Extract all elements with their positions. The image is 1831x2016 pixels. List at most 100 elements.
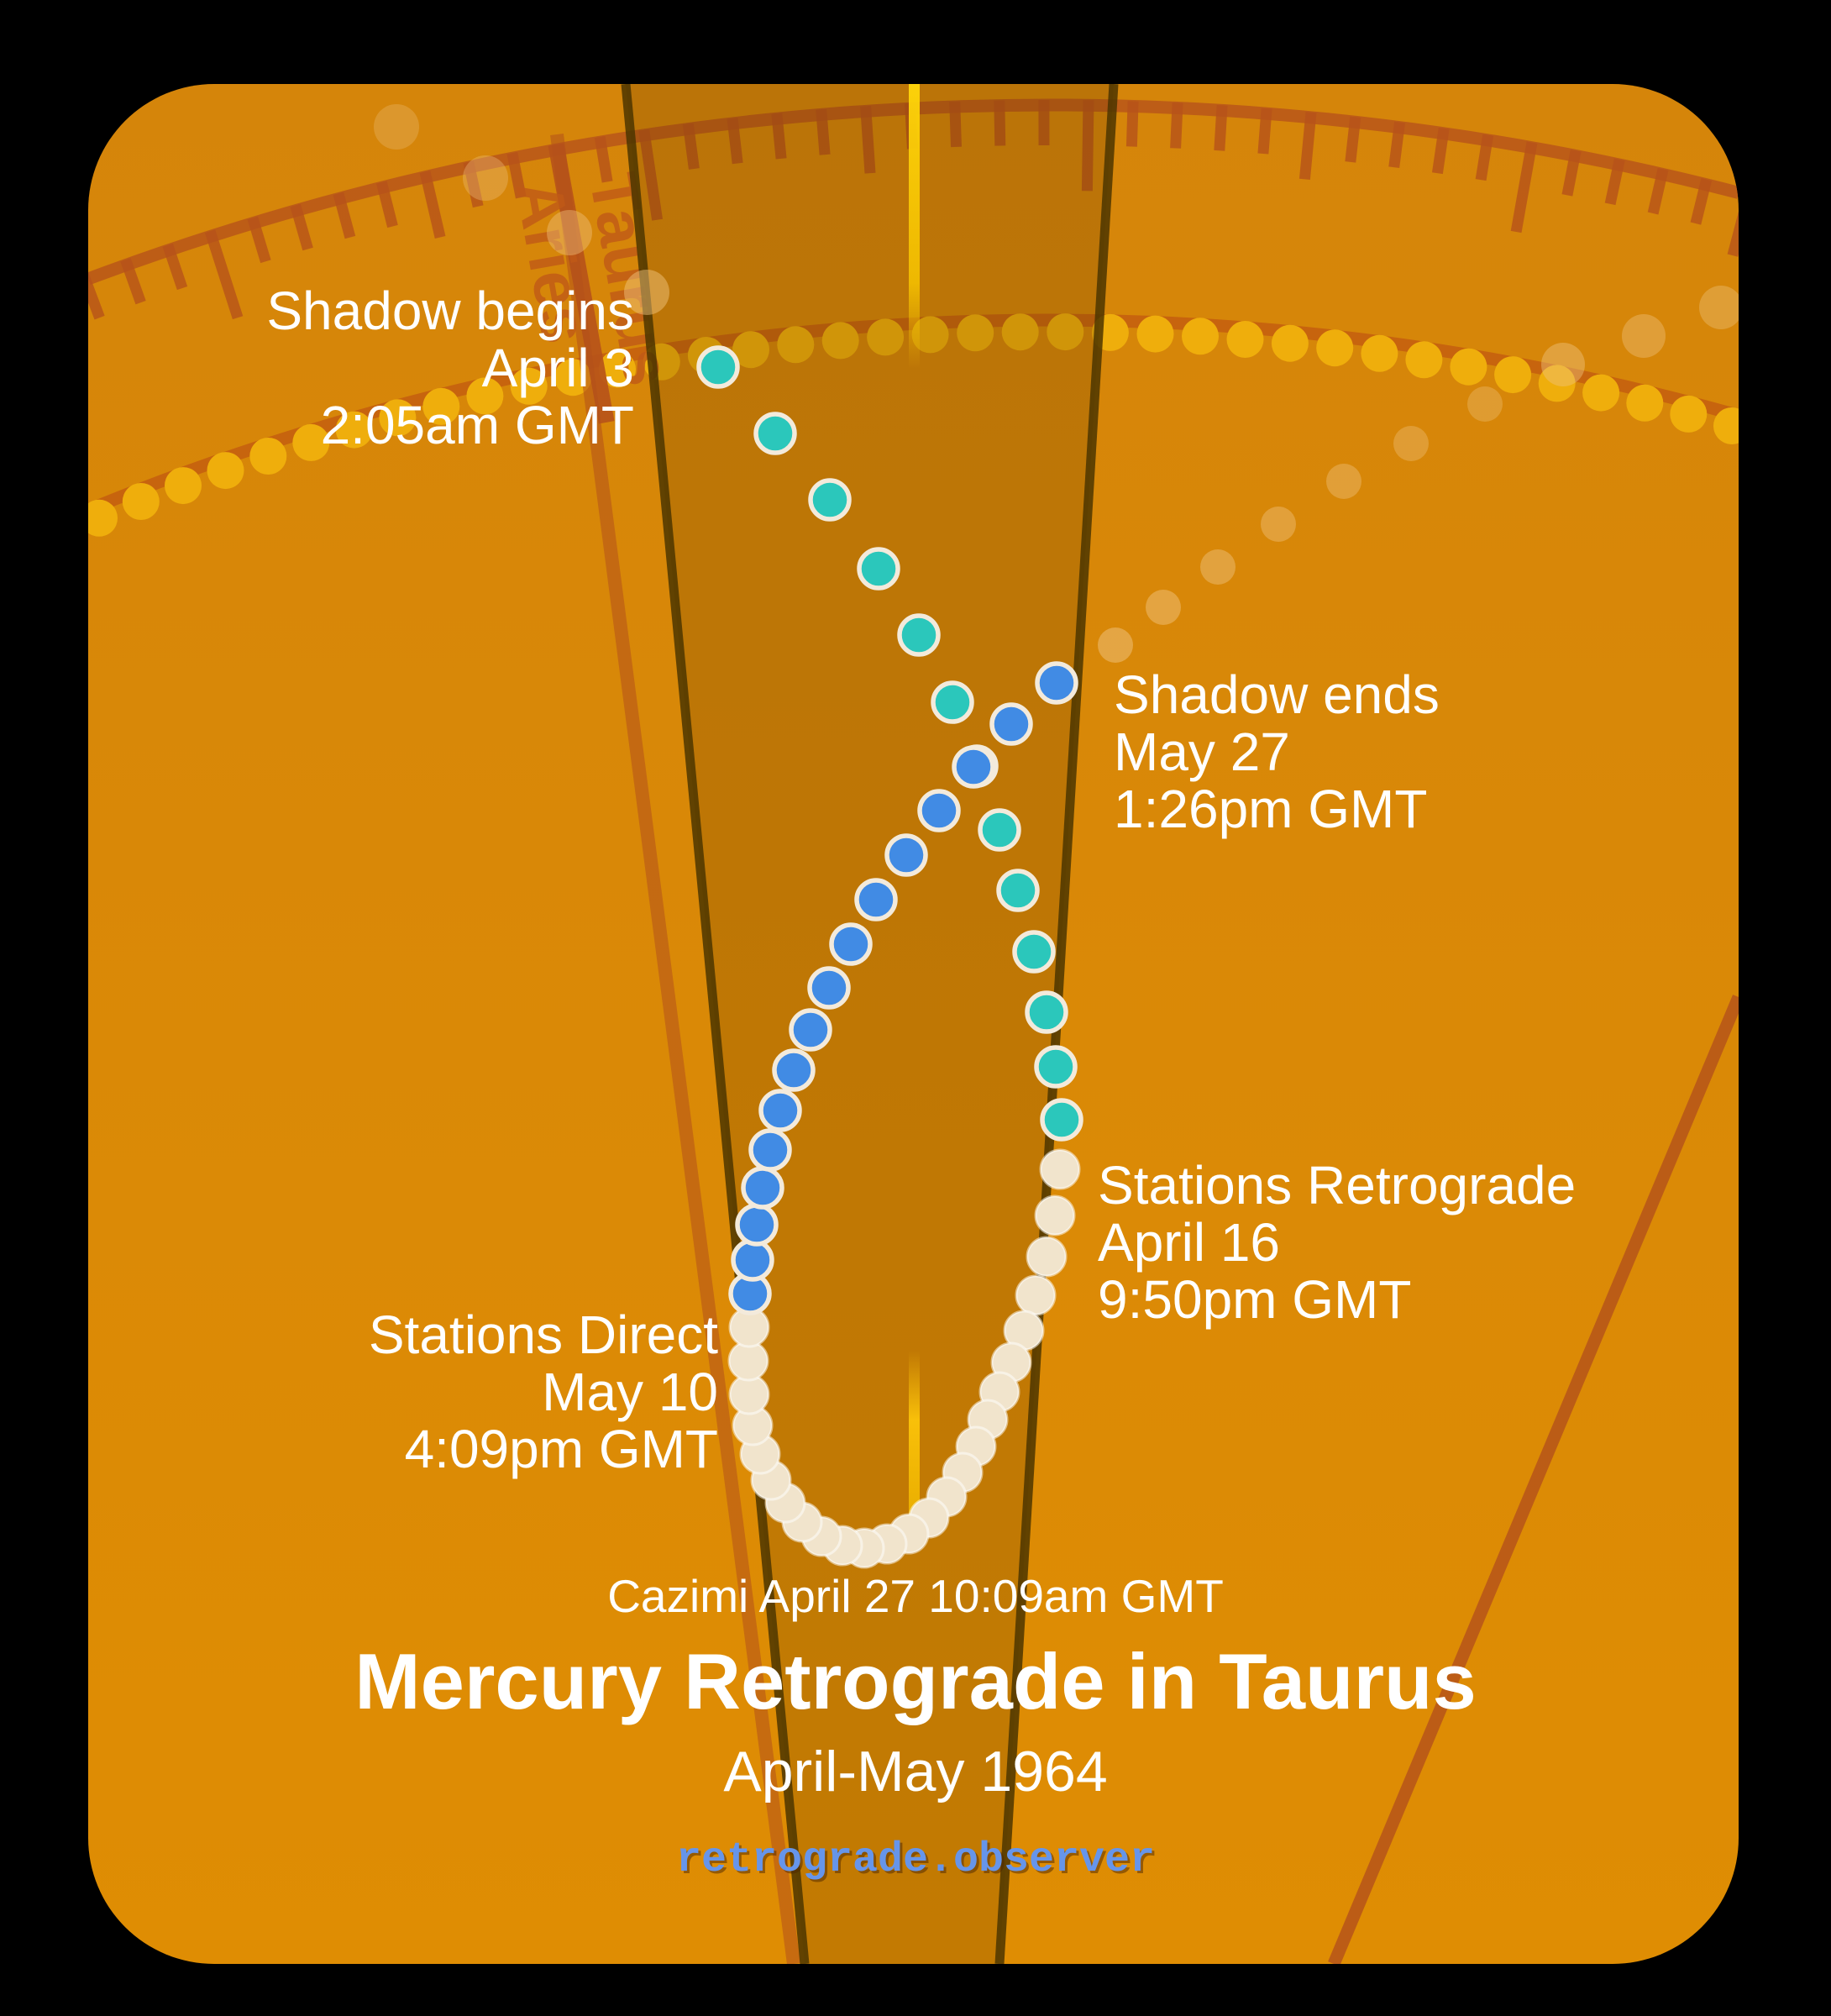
mercury-dot-blue bbox=[952, 745, 995, 789]
degree-tick bbox=[88, 273, 105, 320]
page-title: Mercury Retrograde in Taurus bbox=[354, 1637, 1477, 1725]
sun-band-dot bbox=[1713, 407, 1739, 444]
mercury-dot-ghost bbox=[1200, 549, 1236, 585]
degree-tick bbox=[1727, 189, 1739, 257]
sun-band-dot bbox=[1182, 318, 1219, 355]
sun-band-dot bbox=[1494, 356, 1532, 394]
mercury-dot-blue bbox=[854, 878, 898, 921]
sun-band-dot bbox=[1450, 348, 1487, 386]
degree-tick bbox=[1125, 101, 1139, 147]
sun-band-dot bbox=[1405, 341, 1443, 379]
sun-band-dot bbox=[957, 314, 994, 352]
mercury-dot-blue bbox=[758, 1089, 802, 1132]
mercury-dot-teal bbox=[1034, 1045, 1078, 1089]
sun-band-dot bbox=[1538, 365, 1576, 402]
degree-tick bbox=[682, 123, 700, 170]
cazimi-note: Cazimi April 27 10:09am GMT bbox=[607, 1570, 1224, 1622]
sun-band-dot bbox=[207, 452, 244, 490]
label-shadow-begins: Shadow begins April 3 2:05am GMT bbox=[266, 282, 634, 454]
mercury-dot-blue bbox=[789, 1008, 832, 1052]
degree-tick bbox=[1214, 105, 1228, 151]
sun-band-dot bbox=[165, 467, 202, 505]
wedge-left-line bbox=[621, 84, 810, 1964]
sun-band-dot bbox=[1670, 395, 1708, 433]
mercury-dot-blue bbox=[731, 1238, 774, 1282]
label-stations-direct-line1: Stations Direct bbox=[368, 1305, 718, 1365]
sun-band-dot bbox=[732, 331, 769, 369]
sun-band-dot bbox=[1136, 315, 1174, 353]
degree-tick bbox=[1388, 121, 1406, 169]
retrograde-span-wedge bbox=[626, 84, 1114, 1964]
mercury-dot-teal bbox=[808, 478, 852, 522]
sun-band-dot bbox=[422, 387, 460, 425]
mercury-path-blue bbox=[728, 661, 1078, 1315]
label-shadow-begins-line1: Shadow begins bbox=[266, 281, 634, 341]
degree-tick bbox=[1298, 112, 1317, 181]
degree-tick bbox=[1081, 100, 1094, 192]
mercury-dot-teal bbox=[1012, 930, 1056, 974]
degree-tick bbox=[1475, 134, 1494, 181]
degree-tick bbox=[120, 258, 146, 305]
degree-tick bbox=[594, 136, 613, 183]
sun-band-dot bbox=[911, 316, 949, 354]
degree-tick bbox=[1257, 108, 1272, 155]
sun-band-dot bbox=[466, 377, 504, 415]
degree-tick bbox=[247, 216, 271, 264]
degree-tick bbox=[1170, 102, 1183, 149]
sun-degree-line-top bbox=[909, 84, 920, 368]
site-credit: retrograde.observer bbox=[675, 1836, 1156, 1884]
mercury-dot-blue bbox=[1035, 661, 1078, 705]
mercury-dot-ghost bbox=[1541, 343, 1585, 386]
sun-band-dot bbox=[1047, 313, 1084, 351]
mercury-path-cream bbox=[727, 1148, 1081, 1569]
mercury-dot-ghost bbox=[1699, 286, 1739, 329]
mercury-dot-blue bbox=[829, 922, 873, 966]
mercury-dot-ghost bbox=[1326, 464, 1361, 499]
sun-band-dot bbox=[867, 318, 905, 356]
taurus-gemini-boundary-line bbox=[1328, 995, 1739, 1964]
mercury-dot-cream bbox=[1026, 1236, 1068, 1278]
sun-band-dots bbox=[88, 313, 1739, 537]
sun-band-dot bbox=[599, 350, 636, 388]
mercury-dot-teal bbox=[996, 869, 1040, 912]
sun-band-dot bbox=[379, 399, 417, 437]
degree-tick bbox=[994, 100, 1006, 146]
label-shadow-ends: Shadow ends May 27 1:26pm GMT bbox=[1114, 666, 1440, 837]
sun-band-dot bbox=[122, 483, 160, 520]
sun-band-dot bbox=[510, 367, 548, 405]
label-shadow-ends-line1: Shadow ends bbox=[1114, 664, 1440, 725]
degree-tick bbox=[204, 229, 244, 320]
mercury-dot-ghost bbox=[1622, 314, 1666, 358]
mercury-path-ghost bbox=[1098, 386, 1503, 663]
mercury-dot-ghost bbox=[463, 155, 508, 201]
ecliptic-band-line bbox=[88, 313, 1739, 516]
mercury-dot-teal bbox=[897, 613, 941, 657]
sun-band-dot bbox=[249, 438, 287, 475]
degree-tick bbox=[638, 129, 664, 221]
degree-tick bbox=[506, 151, 527, 199]
mercury-dot-teal bbox=[978, 808, 1021, 852]
label-shadow-begins-line2: April 3 bbox=[481, 338, 634, 398]
degree-tick bbox=[860, 105, 876, 174]
mercury-path-ghost bbox=[1541, 286, 1739, 386]
degree-tick bbox=[1647, 167, 1669, 215]
degree-tick bbox=[290, 203, 313, 251]
mercury-dot-ghost bbox=[1261, 507, 1296, 542]
degree-tick bbox=[1510, 141, 1538, 234]
mercury-dot-blue bbox=[741, 1166, 784, 1210]
mercury-dot-cream bbox=[1015, 1274, 1057, 1316]
label-stations-direct-line3: 4:09pm GMT bbox=[404, 1419, 718, 1479]
mercury-path-teal bbox=[696, 345, 1083, 1142]
label-stations-retrograde-line1: Stations Retrograde bbox=[1098, 1155, 1577, 1215]
sun-band-dot bbox=[1361, 334, 1398, 372]
degree-tick bbox=[816, 108, 831, 155]
sun-band-dot bbox=[1316, 329, 1354, 367]
mercury-dot-blue bbox=[807, 966, 851, 1010]
label-stations-direct-line2: May 10 bbox=[542, 1362, 718, 1422]
mercury-dot-cream bbox=[1034, 1194, 1076, 1236]
sun-band-dot bbox=[292, 423, 330, 461]
aries-taurus-boundary-line bbox=[550, 133, 800, 1964]
sun-band-dot bbox=[1582, 374, 1620, 412]
